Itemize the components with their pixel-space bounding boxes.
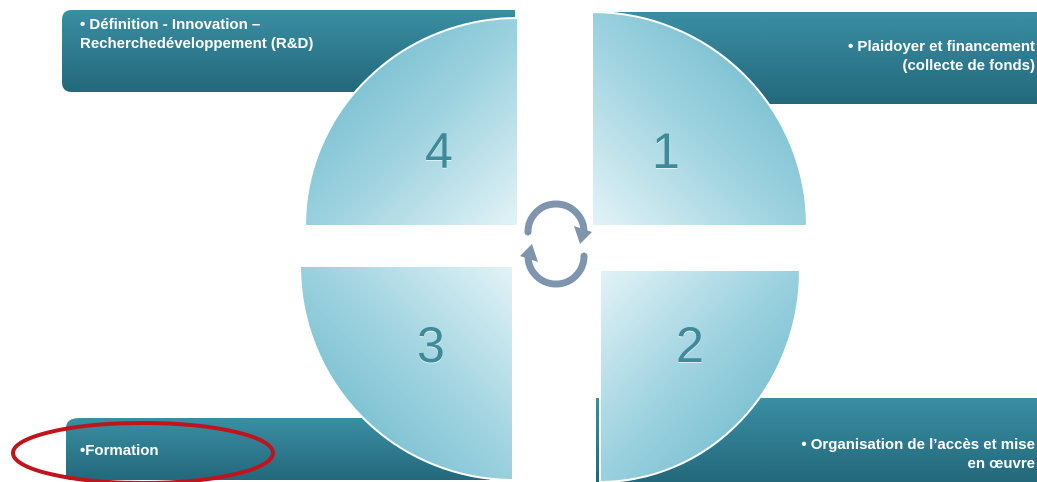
quadrant-3 [298, 265, 514, 482]
highlight-ellipse [11, 421, 275, 482]
label-advocacy: • Plaidoyer et financement (collecte de … [720, 37, 1035, 75]
quadrant-2 [599, 269, 802, 482]
cycle-arrowhead-top [574, 226, 592, 244]
cycle-arrow-bottom [524, 252, 588, 288]
label-training: •Formation [80, 441, 280, 460]
cycle-arrow-top [524, 200, 588, 236]
cycle-arrowhead-bottom [520, 244, 538, 262]
quadrant-number-1: 1 [652, 123, 680, 179]
label-access-line-2: en œuvre [967, 455, 1035, 472]
quadrant-number-3: 3 [417, 317, 445, 373]
quadrant-4 [303, 16, 519, 227]
label-access-line-1: • Organisation de l’accès et mise [801, 436, 1035, 453]
label-advocacy-line-1: • Plaidoyer et financement [848, 38, 1035, 55]
label-access: • Organisation de l’accès et mise en œuv… [720, 435, 1035, 473]
label-training-line-1: •Formation [80, 442, 159, 459]
quadrant-number-4: 4 [425, 123, 453, 179]
quadrant-number-2: 2 [676, 317, 704, 373]
label-rnd-line-1: • Définition - Innovation – [80, 16, 261, 33]
cycle-arrows-icon [520, 200, 592, 288]
label-rnd: • Définition - Innovation – Recherchedév… [80, 15, 340, 53]
quadrant-1 [591, 10, 809, 227]
label-rnd-line-2: Recherchedéveloppement (R&D) [80, 35, 314, 52]
label-advocacy-line-2: (collecte de fonds) [902, 57, 1035, 74]
